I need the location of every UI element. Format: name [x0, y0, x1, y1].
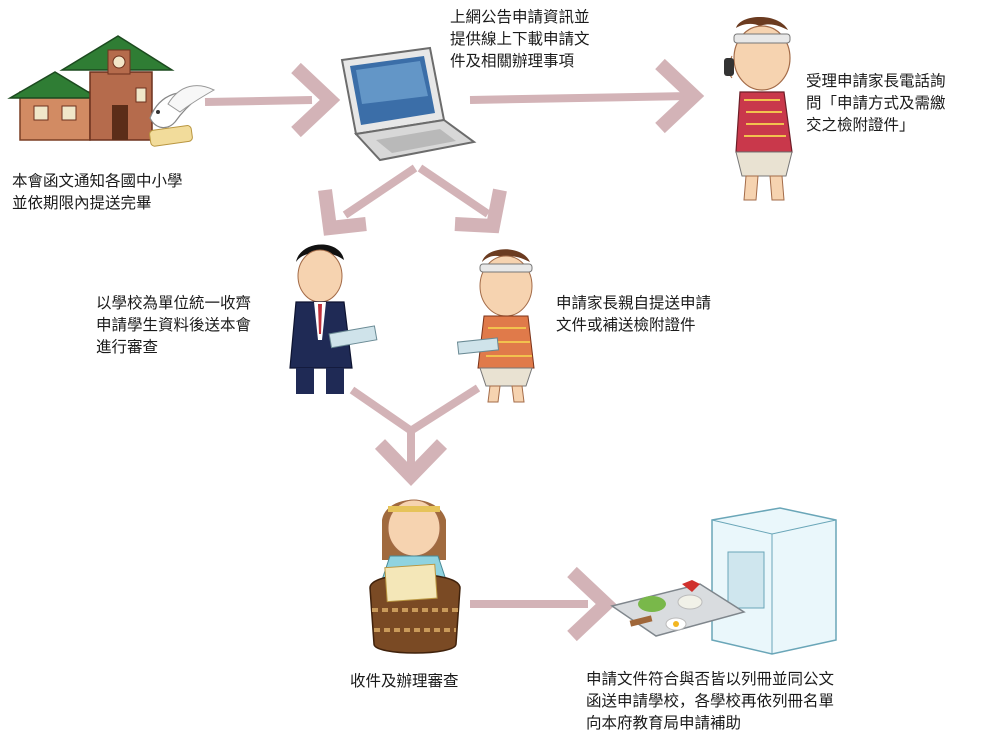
parent-on-phone-icon: [724, 17, 793, 201]
schoolhouse-icon: [7, 35, 175, 141]
parent-submitting-icon: [456, 249, 535, 403]
arrow-laptop-to-parent-phone: [469, 58, 705, 134]
step-result-caption: 申請文件符合與否皆以列冊並同公文 函送申請學校，各學校再依列冊名單 向本府教育局…: [586, 670, 835, 732]
arrow-laptop-to-school-rep: [318, 164, 418, 236]
step-parent-submit-caption: 申請家長親自提送申請 文件或補送檢附證件: [556, 294, 712, 334]
laptop-icon: [340, 46, 477, 162]
arrow-merge-to-review: [349, 384, 481, 487]
arrow-review-to-result: [470, 566, 617, 642]
step-phone-caption: 受理申請家長電話詢 問「申請方式及需繳 交之檢附證件」: [806, 72, 946, 134]
review-clerk-icon: [369, 499, 461, 654]
school-lunch-icon: [610, 507, 837, 655]
arrow-laptop-to-parent-submit: [417, 164, 507, 234]
step-review-caption: 收件及辦理審查: [350, 672, 459, 690]
step-school-submit-caption: 以學校為單位統一收齊 申請學生資料後送本會 進行審查: [96, 294, 252, 356]
step-notify-caption: 本會函文通知各國中小學 並依期限內提送完畢: [12, 172, 183, 212]
dove-with-letter-icon: [149, 85, 216, 147]
step-announce-caption: 上網公告申請資訊並 提供線上下載申請文 件及相關辦理事項: [450, 8, 590, 70]
arrow-school-to-laptop: [204, 62, 341, 138]
school-representative-icon: [289, 244, 378, 394]
